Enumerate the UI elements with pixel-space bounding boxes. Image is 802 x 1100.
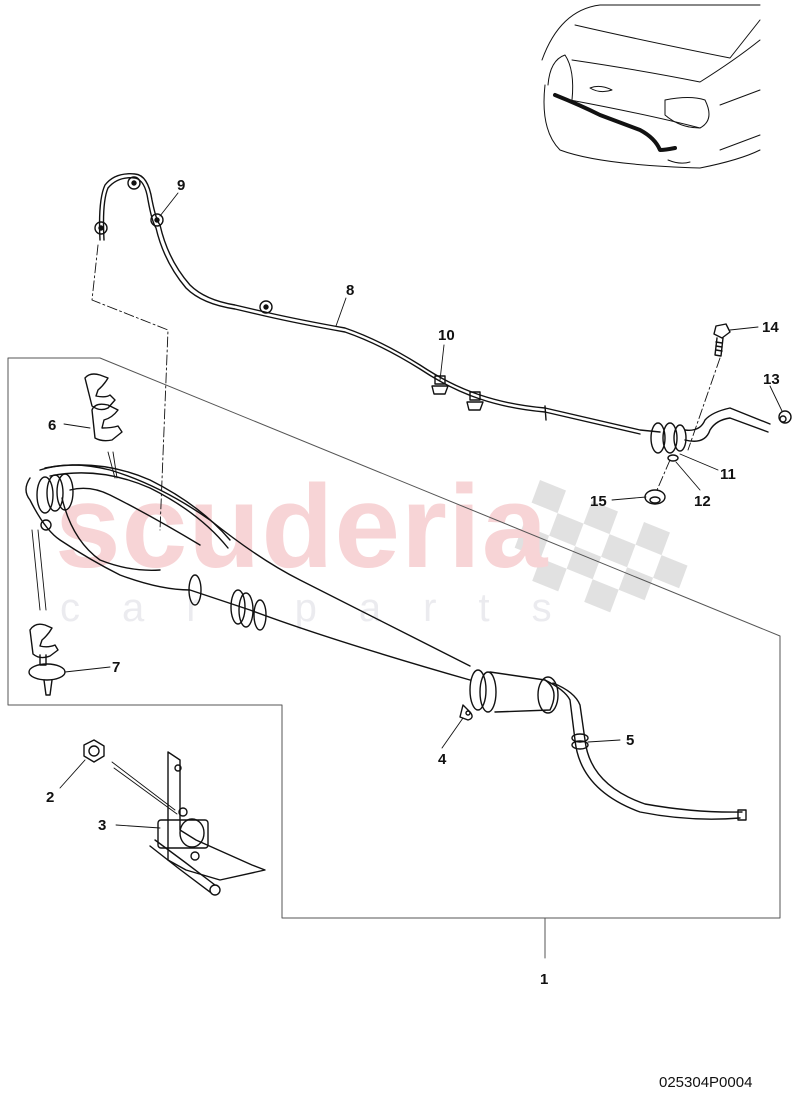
callout-11[interactable]: 11 (720, 466, 736, 483)
callout-8[interactable]: 8 (346, 282, 355, 299)
vehicle-overview-icon (541, 4, 761, 169)
grommet-11-icon (650, 422, 687, 462)
watermark-text-main: scuderia (55, 461, 549, 593)
callout-15[interactable]: 15 (590, 493, 607, 510)
callout-12[interactable]: 12 (694, 493, 711, 510)
callout-13[interactable]: 13 (763, 371, 780, 388)
callout-3[interactable]: 3 (98, 817, 107, 834)
reservoir-hose-1-icon (25, 464, 747, 821)
assembly-guide-lines (91, 244, 721, 531)
callout-7[interactable]: 7 (112, 659, 121, 676)
bolt-14-icon (713, 323, 731, 357)
callout-4[interactable]: 4 (438, 751, 447, 768)
cap-13-icon (778, 410, 792, 424)
sensor-bracket-3-icon (149, 751, 266, 896)
assembly-frame (7, 357, 781, 959)
clip-7-icon (28, 623, 66, 696)
callout-5[interactable]: 5 (626, 732, 635, 749)
clip-10-icon (431, 375, 484, 411)
clip-6-icon (84, 373, 123, 442)
callout-9[interactable]: 9 (177, 177, 186, 194)
diagram-part-number: 025304P0004 (659, 1074, 753, 1091)
callout-14[interactable]: 14 (762, 319, 779, 336)
nut-15-icon (644, 489, 666, 505)
watermark-text-sub: car parts (60, 586, 594, 630)
hose-8-icon (94, 173, 771, 442)
callout-1[interactable]: 1 (540, 971, 549, 988)
callout-6[interactable]: 6 (48, 417, 57, 434)
callout-10[interactable]: 10 (438, 327, 455, 344)
callout-2[interactable]: 2 (46, 789, 55, 806)
callout-leader-lines (31, 192, 783, 829)
nut-2-icon (83, 739, 105, 763)
